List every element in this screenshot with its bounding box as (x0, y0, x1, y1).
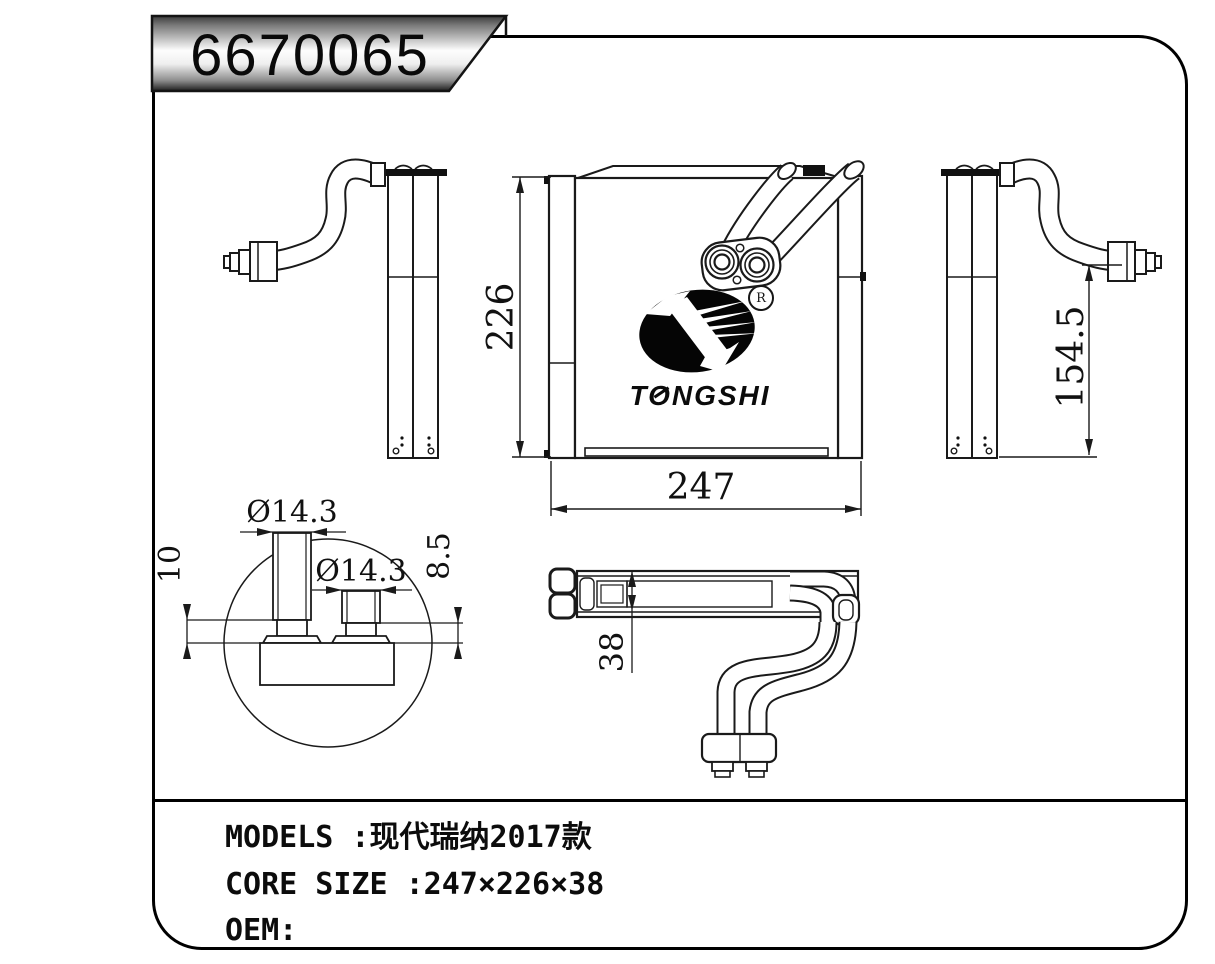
right-tank (836, 174, 864, 460)
part-number: 6670065 (190, 23, 430, 88)
sheet-frame (152, 35, 1188, 950)
oem-line: OEM: (225, 913, 298, 948)
info-block: MODELS :现代瑞纳2017款 CORE SIZE :247×226×38 … (225, 812, 604, 948)
dim-pipe1-diameter: Ø14.3 (246, 495, 338, 530)
dim-stub-right: 8.5 (422, 532, 457, 580)
dim-pipe-height: 154.5 (1051, 305, 1092, 409)
left-tank (547, 174, 577, 460)
dim-core-thickness: 38 (593, 631, 631, 673)
registered-trademark-icon: R (748, 285, 774, 311)
dim-pipe2-diameter: Ø14.3 (315, 554, 407, 589)
side-view-right (941, 158, 1162, 459)
dim-stub-left: 10 (153, 544, 188, 584)
dim-front-width: 247 (666, 467, 736, 508)
tongshi-logo-icon (639, 289, 760, 373)
detail-dim-lines (183, 528, 463, 659)
dim-154-5-lines (999, 264, 1122, 458)
brand-wordmark: TONGSHI (610, 380, 790, 412)
dim-226-lines (512, 176, 551, 458)
dim-247-lines (550, 461, 862, 516)
top-view (548, 567, 861, 778)
front-view (544, 160, 866, 460)
models-line: MODELS :现代瑞纳2017款 (225, 820, 592, 855)
top-plate (577, 165, 842, 179)
dim-38-lines (628, 571, 636, 673)
core-size-line: CORE SIZE :247×226×38 (225, 867, 605, 902)
side-view-left (223, 158, 447, 459)
part-number-banner (150, 14, 509, 93)
bottom-fitting (700, 732, 778, 764)
dim-front-height: 226 (481, 282, 522, 352)
